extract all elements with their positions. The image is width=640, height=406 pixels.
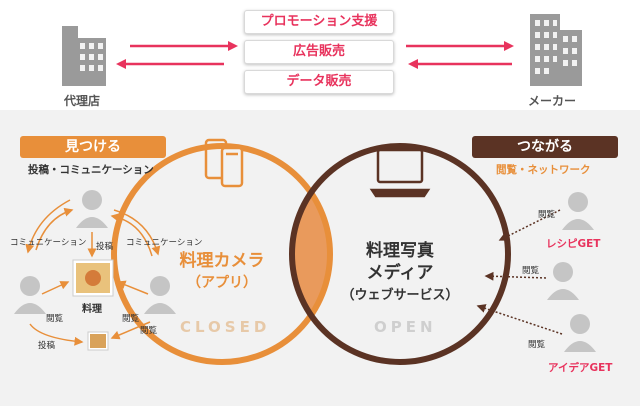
laptop-icon bbox=[369, 148, 431, 198]
person-recipe-icon bbox=[562, 192, 594, 230]
view-right-label: 閲覧 bbox=[122, 314, 140, 324]
maker-building-icon bbox=[530, 14, 582, 86]
right-subtitle: 閲覧・ネットワーク bbox=[496, 164, 591, 176]
comm-left-label: コミュニケーション bbox=[10, 238, 87, 248]
post-top-label: 投稿 bbox=[96, 242, 114, 252]
view-2-label: 閲覧 bbox=[522, 266, 540, 276]
connect-tab: つながる bbox=[472, 136, 618, 158]
closed-label: CLOSED bbox=[180, 318, 271, 336]
service-ad-sales: 広告販売 bbox=[244, 40, 394, 64]
view-1-label: 閲覧 bbox=[538, 210, 556, 220]
person-middle-icon bbox=[547, 262, 579, 300]
cooking-camera-title: 料理カメラ bbox=[179, 251, 265, 271]
view-bottom-label: 閲覧 bbox=[140, 326, 158, 336]
agency-building-icon bbox=[62, 26, 106, 86]
left-subtitle: 投稿・コミュニケーション bbox=[28, 164, 154, 176]
food-photo-icon bbox=[72, 259, 114, 297]
top-graphics bbox=[62, 14, 582, 86]
small-food-photo-icon bbox=[87, 331, 109, 351]
find-tab: 見つける bbox=[20, 136, 166, 158]
open-circle bbox=[289, 143, 511, 365]
person-left-icon bbox=[14, 276, 46, 314]
recipe-get-label: レシピGET bbox=[546, 238, 601, 250]
left-people bbox=[14, 190, 176, 314]
service-data-sales: データ販売 bbox=[244, 70, 394, 94]
service-promotion-support: プロモーション支援 bbox=[244, 10, 394, 34]
closed-circle bbox=[111, 143, 333, 365]
maker-label: メーカー bbox=[528, 94, 577, 108]
media-title-line2: メディア bbox=[366, 263, 434, 283]
right-people bbox=[547, 192, 596, 352]
comm-right-label: コミュニケーション bbox=[126, 238, 203, 248]
web-service-subtitle: （ウェブサービス） bbox=[341, 288, 459, 303]
view-left-label: 閲覧 bbox=[46, 314, 64, 324]
post-bottom-label: 投稿 bbox=[38, 341, 56, 351]
smartphone-icon bbox=[204, 138, 244, 188]
idea-get-label: アイデアGET bbox=[548, 362, 613, 374]
open-label: OPEN bbox=[374, 318, 437, 336]
view-3-label: 閲覧 bbox=[528, 340, 546, 350]
person-top-icon bbox=[76, 190, 108, 228]
agency-label: 代理店 bbox=[64, 94, 101, 108]
person-right-icon bbox=[144, 276, 176, 314]
food-label: 料理 bbox=[82, 304, 102, 315]
person-idea-icon bbox=[564, 314, 596, 352]
app-subtitle: （アプリ） bbox=[187, 275, 257, 291]
circles-graphics bbox=[14, 138, 596, 365]
media-title-line1: 料理写真 bbox=[366, 241, 434, 261]
